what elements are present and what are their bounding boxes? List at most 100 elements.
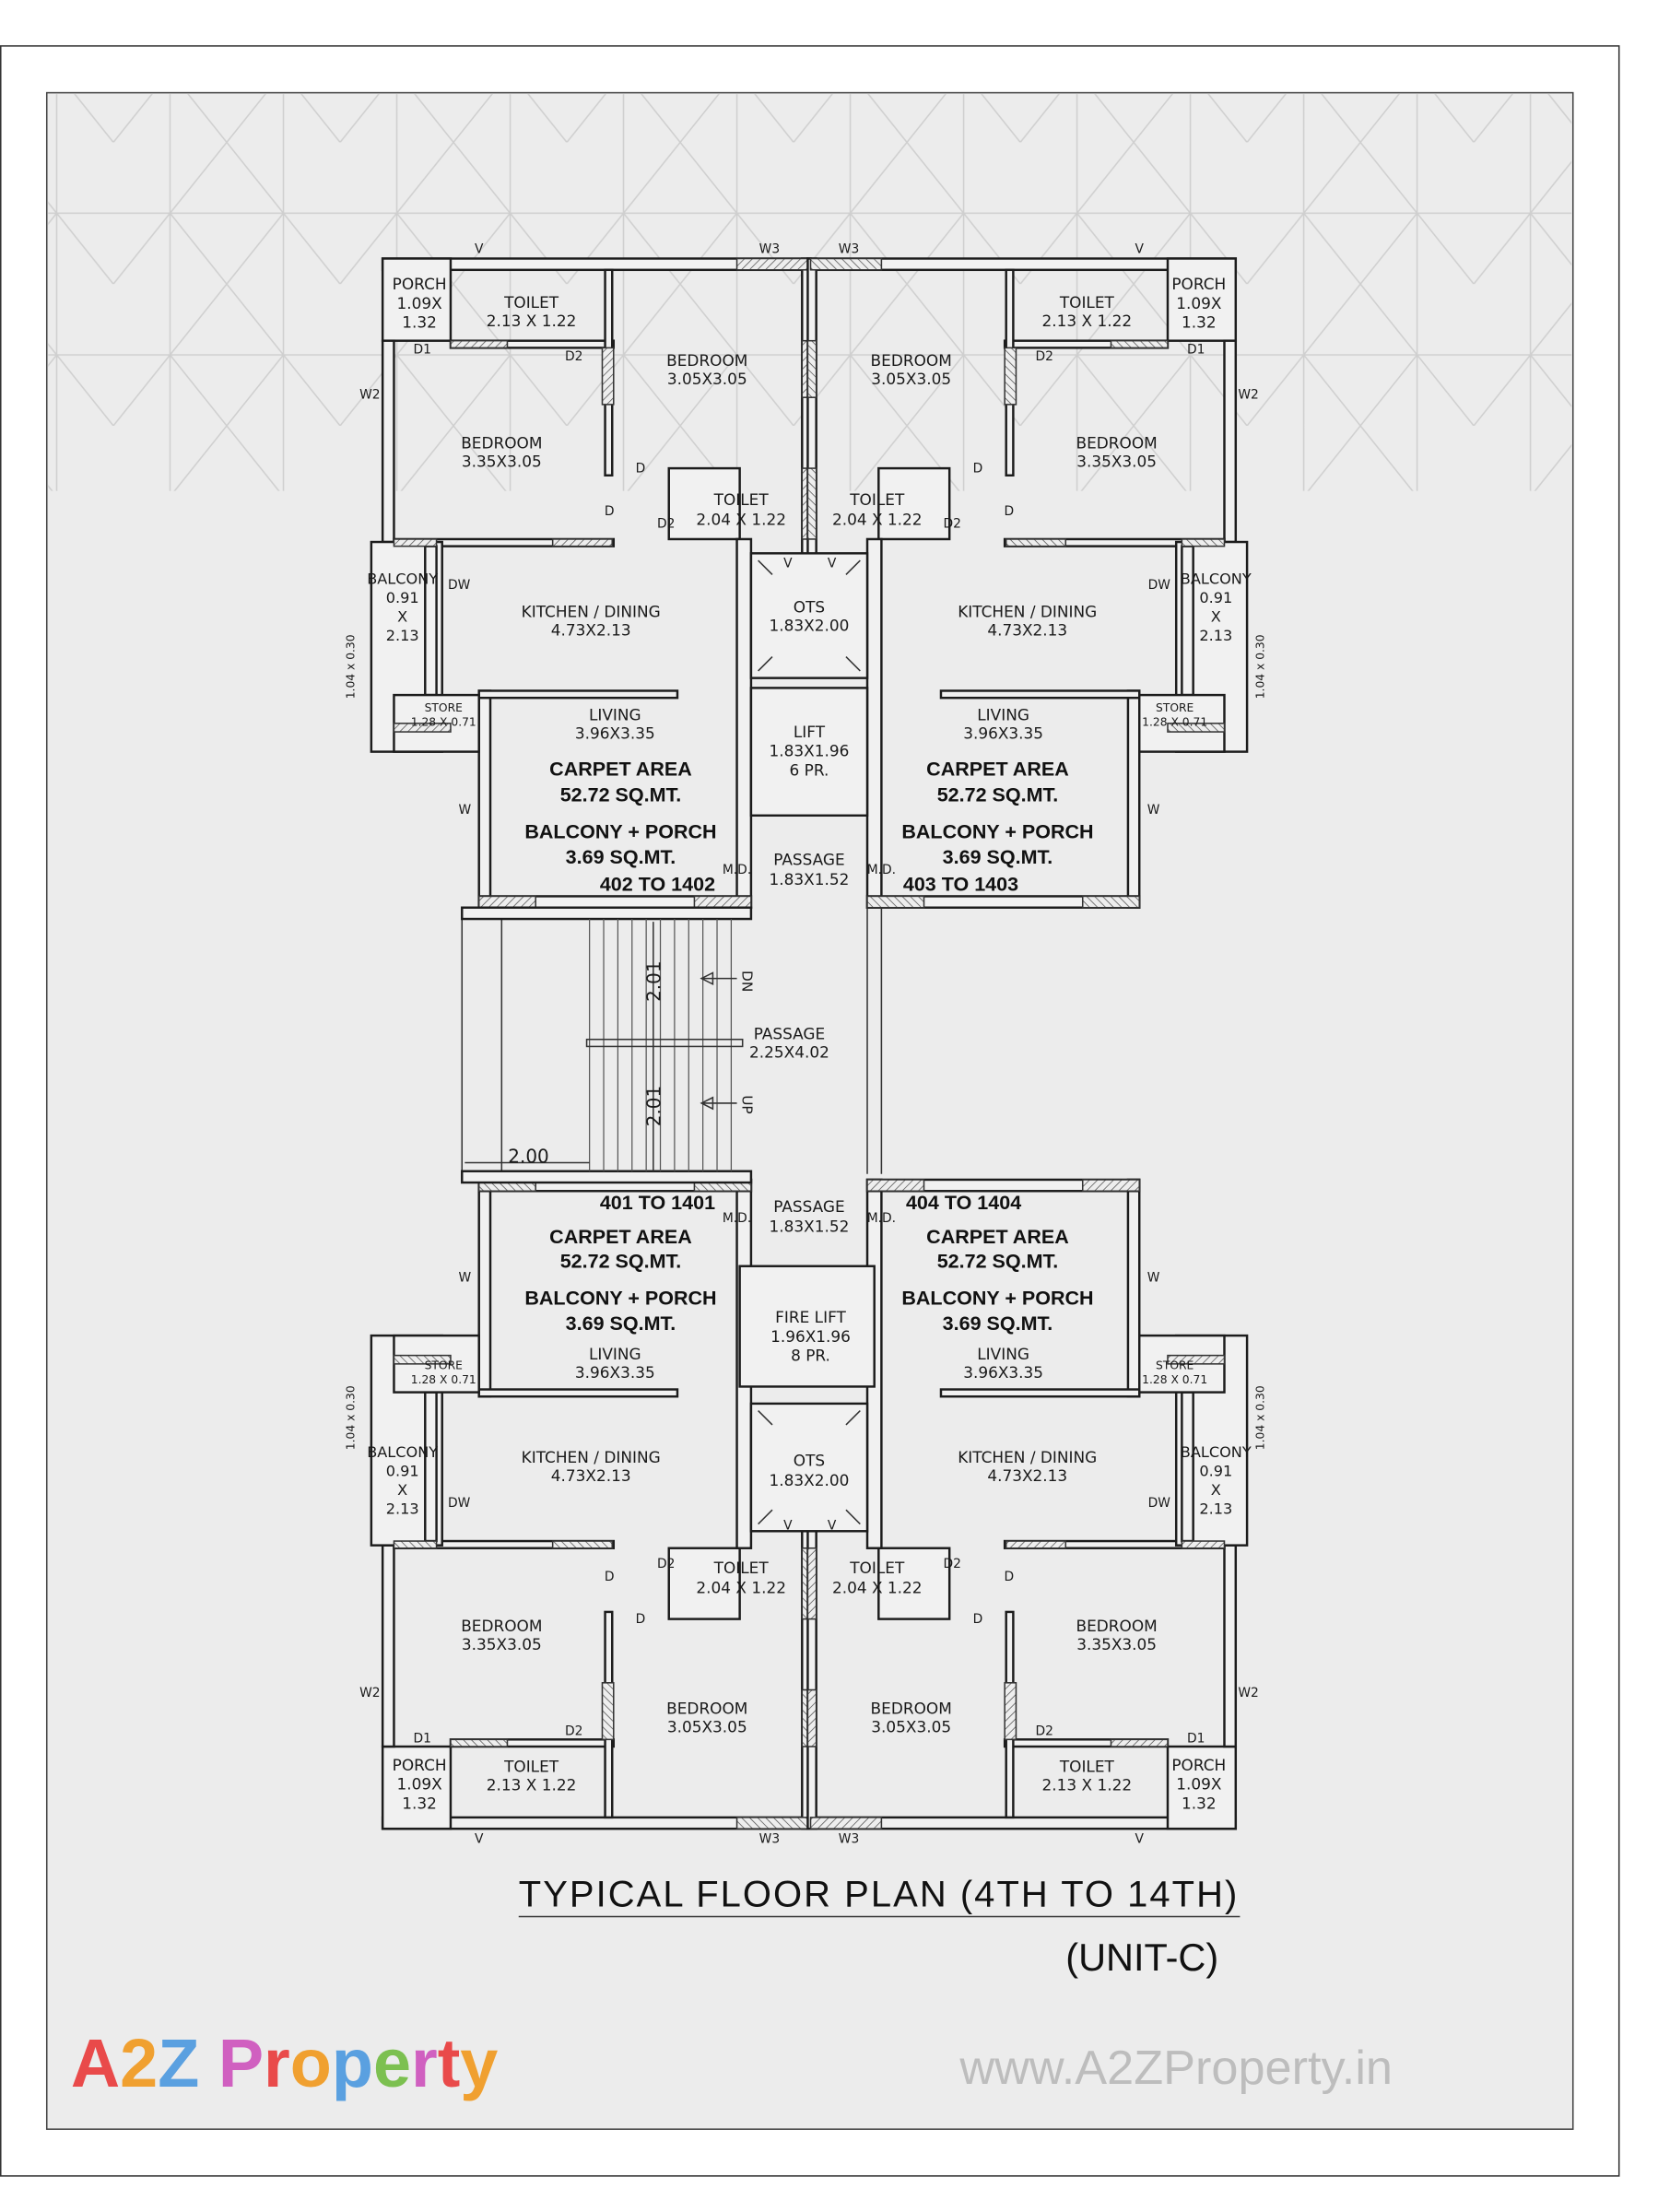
room-label-kitchen: KITCHEN / DINING	[522, 1448, 661, 1466]
carpet-area-value: 52.72 SQ.MT.	[937, 783, 1059, 806]
unit-walls	[806, 257, 1249, 909]
wall	[1126, 1178, 1141, 1398]
passage-label: PASSAGE	[773, 850, 845, 868]
wall	[1223, 339, 1238, 544]
room-label-toilet: TOILET	[503, 293, 559, 312]
shaft	[738, 1265, 876, 1388]
balcony-porch-label: BALCONY + PORCH	[901, 820, 1093, 842]
opening-mark-d2: D2	[657, 1557, 675, 1571]
room-label-bedroom-b: BEDROOM	[1076, 433, 1158, 452]
wall-hatch	[477, 895, 536, 909]
wall-hatch	[735, 257, 809, 271]
room-label-porch: PORCH	[393, 275, 447, 293]
room-label-kitchen: 4.73X2.13	[551, 1466, 631, 1485]
room-label-balcony: 2.13	[386, 627, 419, 644]
wall	[667, 466, 741, 541]
wall-hatch	[735, 1817, 809, 1830]
wall	[1181, 1391, 1194, 1543]
carpet-area-value: 52.72 SQ.MT.	[560, 783, 682, 806]
opening-mark-w3: W3	[839, 1832, 859, 1847]
opening-mark-d: D	[636, 462, 646, 477]
wall-hatch	[601, 1682, 615, 1741]
wall	[877, 466, 951, 541]
room-label-porch: 1.09X	[1176, 1775, 1222, 1794]
opening-mark-d: D	[605, 1570, 615, 1584]
room-label-kitchen: 4.73X2.13	[551, 620, 631, 639]
opening-mark-w: W	[458, 803, 471, 818]
wall-hatch	[1005, 1540, 1067, 1549]
balcony-porch-label: BALCONY + PORCH	[524, 820, 716, 842]
wall-hatch	[393, 1540, 438, 1549]
wall-hatch	[393, 538, 438, 547]
room-label-store: STORE	[1156, 701, 1194, 714]
opening-mark-v: V	[1135, 241, 1145, 256]
room-label-living: LIVING	[589, 706, 641, 724]
room-label-kitchen: KITCHEN / DINING	[958, 602, 1097, 620]
room-label-porch: PORCH	[393, 1756, 447, 1774]
room-label-store: 1.28 X 0.71	[1142, 1373, 1207, 1386]
ots-label: 1.83X2.00	[770, 617, 850, 635]
wall-hatch	[866, 1179, 925, 1193]
room-label-toilet: 2.13 X 1.22	[487, 1775, 577, 1794]
opening-mark-v: V	[828, 557, 837, 571]
wall-hatch	[1110, 339, 1169, 349]
balcony-porch-value: 3.69 SQ.MT.	[943, 846, 1053, 868]
room-label-toilet: TOILET	[503, 1757, 559, 1775]
room-label-balcony: 0.91	[386, 1462, 419, 1479]
opening-mark-dw: DW	[448, 1496, 471, 1511]
room-label-store: 1.28 X 0.71	[1142, 716, 1207, 729]
wall	[477, 1178, 492, 1398]
room-label-bedroom-a: BEDROOM	[666, 1699, 747, 1717]
wall	[477, 689, 492, 909]
plan-subtitle: (UNIT-C)	[1065, 1936, 1218, 1979]
core	[461, 552, 883, 1533]
ots-corner-marks	[758, 559, 861, 1525]
unit-number: 402 TO 1402	[600, 873, 715, 895]
opening-mark-d2: D2	[1035, 349, 1052, 364]
wall-hatch	[866, 895, 925, 909]
opening-mark-d: D	[973, 462, 983, 477]
wall-hatch	[551, 538, 614, 547]
wall-hatch	[806, 1547, 817, 1620]
room-label-living: 3.96X3.35	[963, 1363, 1043, 1382]
room-label-porch: 1.09X	[397, 294, 443, 312]
room-label-living: LIVING	[977, 1345, 1029, 1363]
wall	[477, 689, 679, 700]
room-label-bedroom-b: 3.35X3.05	[1076, 452, 1157, 470]
room-label-porch: 1.09X	[1176, 294, 1222, 312]
stair-wall	[461, 906, 753, 921]
wall-hatch	[806, 467, 817, 540]
opening-mark-d: D	[605, 504, 615, 519]
room-label-bedroom-b: BEDROOM	[461, 1617, 542, 1635]
opening-mark-w2: W2	[359, 388, 380, 403]
wall-hatch	[601, 347, 615, 406]
plan-title: TYPICAL FLOOR PLAN (4TH TO 14TH)	[519, 1875, 1238, 1915]
wall	[667, 1547, 741, 1620]
room-label-porch: 1.32	[1182, 313, 1217, 332]
opening-mark-d1: D1	[1187, 343, 1205, 358]
wall-hatch	[1004, 1682, 1017, 1741]
opening-mark-d2: D2	[565, 1724, 582, 1739]
room-label-living: LIVING	[589, 1345, 641, 1363]
balcony-dimension: 1.04 x 0.30	[344, 1385, 357, 1450]
balcony-porch-value: 3.69 SQ.MT.	[566, 846, 676, 868]
room-label-toilet: 2.13 X 1.22	[487, 312, 577, 330]
room-label-living: LIVING	[977, 706, 1029, 724]
room-label-balcony: X	[1211, 608, 1221, 626]
opening-mark-w: W	[1147, 803, 1160, 818]
shaft	[749, 687, 869, 818]
opening-mark-w2: W2	[359, 1686, 380, 1700]
opening-mark-v: V	[475, 1832, 484, 1847]
opening-mark-dw: DW	[1148, 1496, 1171, 1511]
opening-mark-v: V	[828, 1519, 837, 1534]
passage-label: 1.83X1.52	[770, 1218, 850, 1236]
wall	[1166, 1745, 1238, 1830]
room-label-balcony: BALCONY	[367, 1443, 438, 1461]
opening-mark-w3: W3	[759, 1832, 780, 1847]
opening-mark-md: M.D.	[867, 1211, 896, 1226]
opening-mark-d: D	[1004, 1570, 1014, 1584]
room-label-living: 3.96X3.35	[575, 724, 655, 743]
room-label-bedroom-a: BEDROOM	[666, 351, 747, 370]
opening-mark-dw: DW	[448, 578, 471, 593]
